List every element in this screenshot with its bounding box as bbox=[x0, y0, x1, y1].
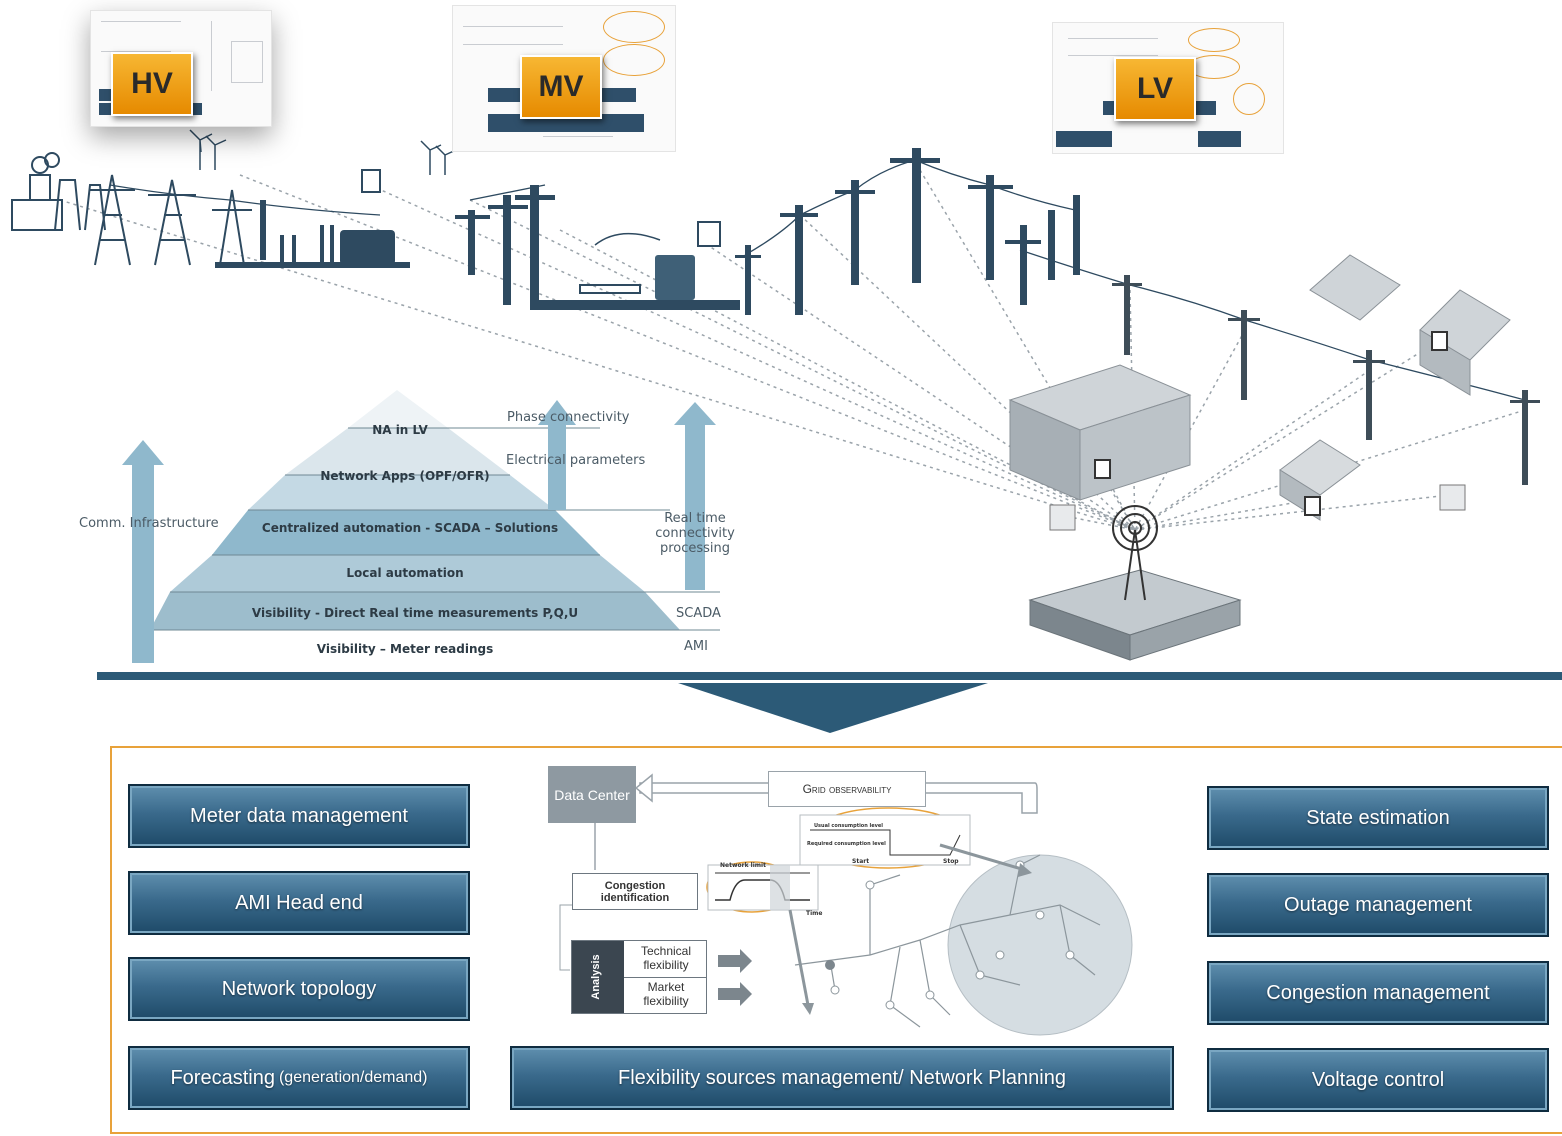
hv-substation-icon bbox=[215, 169, 410, 268]
state-estimation-button[interactable]: State estimation bbox=[1207, 786, 1549, 850]
pyramid-layer-real-time-measurements: Visibility - Direct Real time measuremen… bbox=[251, 606, 579, 620]
analysis-box: Analysis Technical flexibility Market fl… bbox=[571, 940, 707, 1014]
congestion-management-button[interactable]: Congestion management bbox=[1207, 961, 1549, 1025]
ami-label: AMI bbox=[684, 639, 708, 654]
hv-pylons bbox=[90, 174, 252, 266]
pyramid-layer-meter-readings: Visibility – Meter readings bbox=[316, 642, 494, 656]
section-divider bbox=[97, 672, 1562, 680]
forecasting-button[interactable]: Forecasting(generation/demand) bbox=[128, 1046, 470, 1110]
analysis-label: Analysis bbox=[590, 954, 602, 1000]
automation-pyramid bbox=[122, 390, 720, 663]
lv-poles bbox=[735, 148, 1080, 315]
pyramid-layer-centralized-automation: Centralized automation - SCADA – Solutio… bbox=[261, 521, 559, 535]
phase-connectivity-label: Phase connectivity bbox=[507, 410, 630, 425]
grid-observability-box: Grid observability bbox=[768, 771, 926, 807]
meter-data-management-button[interactable]: Meter data management bbox=[128, 784, 470, 848]
distribution-poles bbox=[1112, 275, 1540, 485]
network-limit-label: Network limit bbox=[720, 862, 766, 869]
usual-consumption-label: Usual consumption level bbox=[814, 823, 884, 829]
buildings bbox=[1008, 254, 1511, 661]
required-consumption-label: Required consumption level bbox=[807, 841, 886, 847]
mv-transformer-icon bbox=[579, 221, 721, 300]
start-label: Start bbox=[852, 858, 870, 865]
stop-label: Stop bbox=[943, 858, 959, 865]
grid-illustration bbox=[11, 129, 1540, 661]
ami-head-end-button[interactable]: AMI Head end bbox=[128, 871, 470, 935]
voltage-control-button[interactable]: Voltage control bbox=[1207, 1048, 1549, 1112]
mv-level-badge: MV bbox=[520, 55, 602, 119]
pyramid-layer-na-lv: NA in LV bbox=[372, 423, 428, 437]
lv-level-badge: LV bbox=[1114, 57, 1196, 121]
power-plant-icon bbox=[11, 152, 106, 231]
pyramid-layer-network-apps: Network Apps (OPF/OFR) bbox=[320, 469, 490, 483]
forecasting-suffix: (generation/demand) bbox=[278, 1069, 428, 1086]
time-label: Time bbox=[806, 910, 823, 917]
applications-panel bbox=[110, 746, 1562, 1134]
technical-flexibility-label: Technical flexibility bbox=[640, 944, 692, 972]
real-time-connectivity-label: Real time connectivity processing bbox=[655, 511, 735, 556]
cabinets bbox=[1049, 484, 1466, 531]
comm-infrastructure-label: Comm. Infrastructure bbox=[79, 516, 219, 531]
data-center-box: Data Center bbox=[548, 766, 636, 823]
down-arrow-icon bbox=[678, 683, 988, 733]
flexibility-diagram bbox=[559, 773, 1133, 1036]
scada-label: SCADA bbox=[676, 606, 721, 621]
mv-poles bbox=[455, 185, 740, 310]
flexibility-network-planning-button[interactable]: Flexibility sources management/ Network … bbox=[510, 1046, 1174, 1110]
market-flexibility-label: Market flexibility bbox=[643, 980, 689, 1008]
network-topology-button[interactable]: Network topology bbox=[128, 957, 470, 1021]
electrical-parameters-label: Electrical parameters bbox=[506, 453, 646, 468]
hv-level-badge: HV bbox=[111, 52, 193, 116]
smart-meter-icons bbox=[1094, 331, 1448, 516]
forecasting-label: Forecasting bbox=[170, 1066, 275, 1089]
outage-management-button[interactable]: Outage management bbox=[1207, 873, 1549, 937]
communication-tower-icon bbox=[1112, 505, 1158, 601]
wind-turbines bbox=[189, 129, 457, 175]
pyramid-layer-local-automation: Local automation bbox=[346, 566, 464, 580]
congestion-identification-box: Congestion identification bbox=[572, 873, 698, 910]
